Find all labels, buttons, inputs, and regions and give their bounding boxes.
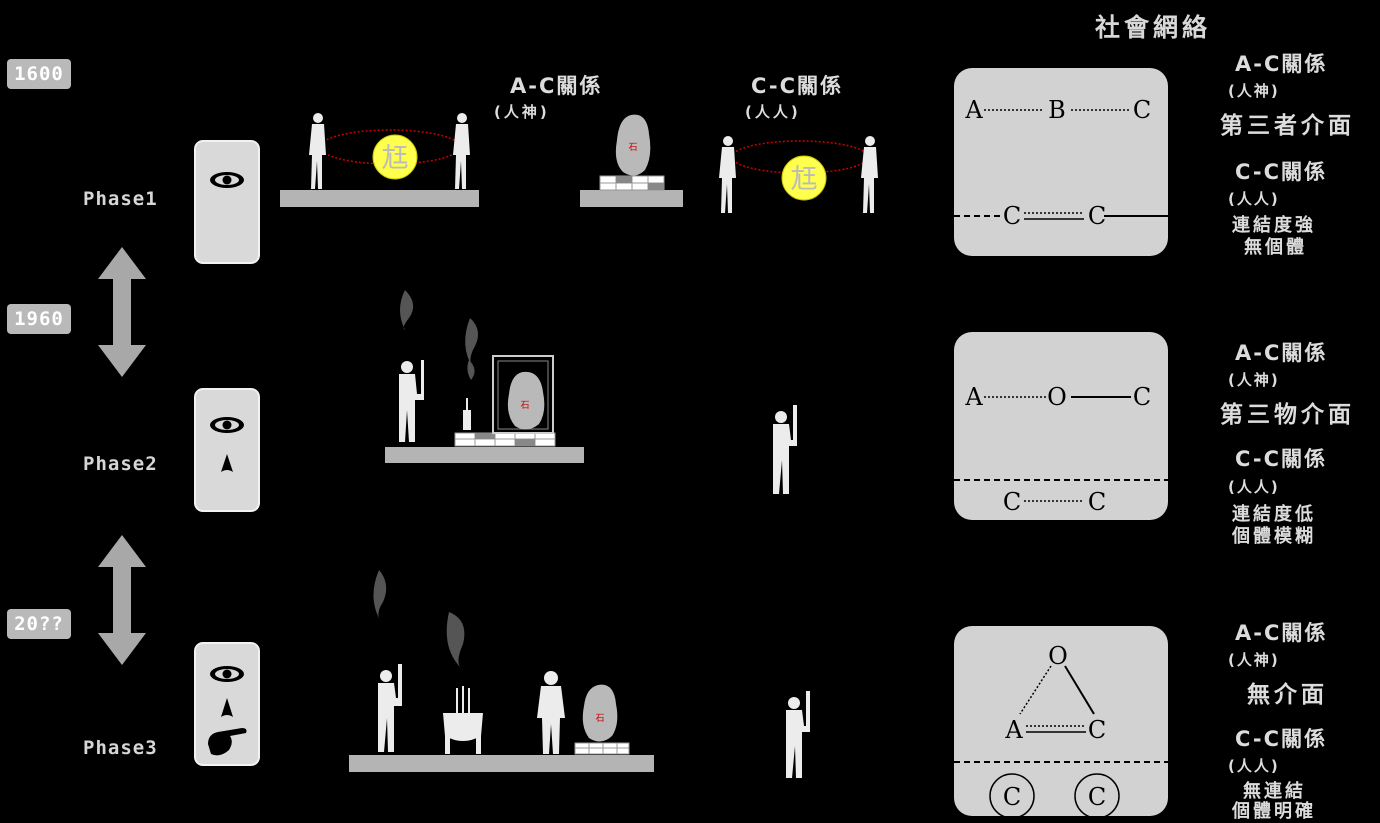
p1-ac-heading: A-C關係 [1235, 52, 1328, 76]
p3-ac-heading: A-C關係 [1235, 621, 1328, 645]
network-diagram-2: A O C C C [954, 383, 1168, 516]
svg-text:O: O [1047, 383, 1067, 411]
ground-platform [580, 190, 683, 207]
p2-cc-sub: (人人) [1228, 478, 1280, 496]
svg-text:C: C [1133, 96, 1151, 124]
eye-icon [210, 666, 244, 682]
network-title: 社會網絡 [1095, 13, 1212, 42]
ac-relation-heading: A-C關係 [510, 74, 603, 98]
double-arrow-icon [98, 247, 146, 377]
glass-case [492, 355, 554, 434]
people-ring-with-deity-cc: 尪 [719, 136, 878, 213]
incense-smoke [373, 570, 387, 622]
person-praying-alone [773, 405, 797, 494]
ground-platform [349, 755, 654, 772]
year-badge-20xx: 20?? [7, 609, 71, 639]
p1-cc-heading: C-C關係 [1235, 160, 1328, 184]
incense-smoke [465, 318, 479, 368]
ac-relation-subheading: (人神) [494, 103, 550, 121]
person-silhouette-right [453, 113, 470, 189]
incense-smoke [446, 612, 465, 668]
pointing-hand-icon [208, 728, 247, 756]
sense-panel-3 [194, 642, 260, 766]
svg-text:O: O [1048, 642, 1068, 670]
person-praying-alone [786, 691, 810, 778]
p2-ac-heading: A-C關係 [1235, 341, 1328, 365]
p2-ac-desc: 第三物介面 [1220, 402, 1355, 428]
svg-text:C: C [1088, 488, 1106, 516]
person-silhouette-left [309, 113, 326, 189]
person-silhouette-left [719, 136, 736, 213]
svg-text:C: C [1088, 783, 1106, 811]
p3-cc-sub: (人人) [1228, 757, 1280, 775]
deity-glyph: 尪 [382, 143, 409, 174]
sense-panel-2 [194, 388, 260, 512]
eye-icon [210, 417, 244, 433]
p2-cc-desc-1: 連結度低 [1232, 504, 1316, 525]
stone-glyph: 石 [628, 143, 637, 153]
p1-cc-desc-1: 連結度強 [1232, 215, 1316, 236]
eye-icon [210, 172, 244, 188]
p3-cc-desc-2: 個體明確 [1232, 801, 1316, 822]
network-diagram-1: A B C C C [954, 96, 1168, 230]
phase-label-3: Phase3 [83, 737, 158, 759]
p3-cc-heading: C-C關係 [1235, 727, 1328, 751]
svg-text:C: C [1088, 202, 1106, 230]
stone-glyph: 石 [520, 401, 529, 411]
svg-text:C: C [1003, 783, 1021, 811]
year-badge-1600: 1600 [7, 59, 71, 89]
network-diagram-3: O A C C C [954, 642, 1168, 816]
nose-icon [221, 698, 233, 717]
svg-text:A: A [1004, 716, 1023, 744]
person-standing [537, 671, 565, 754]
svg-text:C: C [1088, 716, 1106, 744]
svg-text:C: C [1003, 202, 1021, 230]
phase-label-2: Phase2 [83, 453, 158, 475]
sacred-stone-on-base: 石 [599, 114, 665, 191]
p1-ac-sub: (人神) [1228, 82, 1280, 100]
p1-cc-desc-2: 無個體 [1244, 237, 1307, 258]
person-praying [399, 360, 424, 442]
year-badge-1960: 1960 [7, 304, 71, 334]
p3-ac-sub: (人神) [1228, 651, 1280, 669]
cc-relation-subheading: (人人) [745, 103, 801, 121]
network-box-2 [954, 332, 1168, 520]
incense-smoke [467, 360, 475, 380]
p2-ac-sub: (人神) [1228, 371, 1280, 389]
p1-ac-desc: 第三者介面 [1220, 113, 1355, 139]
p2-cc-heading: C-C關係 [1235, 447, 1328, 471]
svg-text:A: A [964, 96, 983, 124]
p1-cc-sub: (人人) [1228, 190, 1280, 208]
incense-shrine-scene: 石 [399, 290, 556, 447]
deity-glyph: 尪 [791, 164, 818, 195]
svg-text:C: C [1133, 383, 1151, 411]
nose-icon [221, 454, 233, 472]
phase-label-1: Phase1 [83, 188, 158, 210]
ground-platform [385, 447, 584, 463]
incense-burner [463, 398, 471, 430]
incense-smoke [400, 290, 414, 330]
incense-burner [443, 686, 483, 754]
p3-ac-desc: 無介面 [1247, 682, 1328, 708]
cc-relation-heading: C-C關係 [751, 74, 844, 98]
person-praying [378, 664, 402, 752]
deity-circle [372, 134, 418, 180]
svg-text:A: A [964, 383, 983, 411]
network-box-3 [954, 626, 1168, 816]
stone-glyph: 石 [595, 714, 604, 724]
person-silhouette-right [861, 136, 878, 213]
svg-text:B: B [1048, 96, 1066, 124]
deity-circle [781, 155, 827, 201]
people-ring-with-deity: 尪 [309, 113, 470, 189]
svg-text:C: C [1003, 488, 1021, 516]
double-arrow-icon [98, 535, 146, 665]
p3-cc-desc-1: 無連結 [1243, 781, 1306, 802]
ground-platform [280, 190, 479, 207]
temple-scene: 石 [373, 570, 630, 755]
sense-panel-1 [194, 140, 260, 264]
p2-cc-desc-2: 個體模糊 [1232, 526, 1316, 547]
